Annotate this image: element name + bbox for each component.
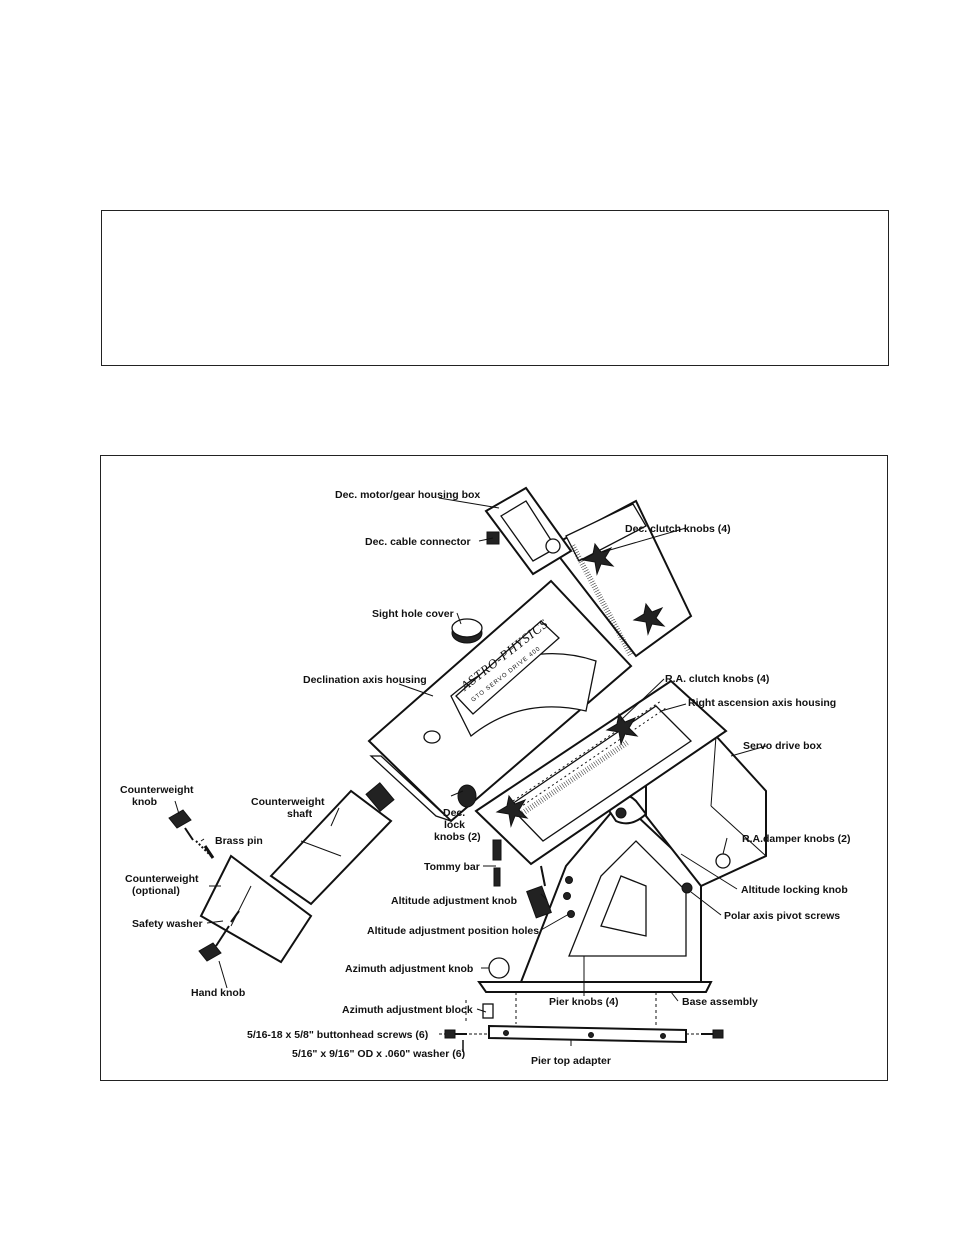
- ra-clutch-knob-upper-part: [605, 712, 639, 746]
- dec-lock-knob-part: [457, 784, 477, 808]
- ra-axis-housing-part: ||||||||||||||||||||||||||||||||||||||||…: [474, 679, 728, 866]
- dec-motor-housing-part: [484, 486, 573, 576]
- label-hand-knob: Hand knob: [191, 987, 245, 999]
- label-right-ascension-axis-housing: Right ascension axis housing: [688, 697, 836, 709]
- label-counterweight-2: (optional): [132, 885, 180, 897]
- label-dec-lock-knobs-3: knobs (2): [434, 831, 481, 843]
- label-dec-lock-knobs-2: lock: [444, 819, 465, 831]
- label-counterweight-shaft-2: shaft: [287, 808, 313, 820]
- counterweight-shaft-part: [269, 782, 395, 906]
- label-buttonhead-screws: 5/16-18 x 5/8" buttonhead screws (6): [247, 1029, 428, 1041]
- label-dec-lock-knobs-1: Dec.: [443, 807, 465, 819]
- label-dec-motor-gear-housing-box: Dec. motor/gear housing box: [335, 489, 480, 501]
- pier-top-adapter-part: [465, 992, 687, 1044]
- label-safety-washer: Safety washer: [132, 918, 203, 930]
- leader-lines: [174, 497, 767, 1046]
- label-servo-drive-box: Servo drive box: [743, 740, 822, 752]
- label-azimuth-adjustment-knob: Azimuth adjustment knob: [345, 963, 473, 975]
- label-sight-hole-cover: Sight hole cover: [372, 608, 454, 620]
- label-dec-cable-connector: Dec. cable connector: [365, 536, 471, 548]
- label-tommy-bar: Tommy bar: [424, 861, 480, 873]
- label-altitude-adjustment-knob: Altitude adjustment knob: [391, 895, 517, 907]
- mount-exploded-diagram: ||||||||||||||||||||||||||||||||||||||||…: [120, 486, 851, 1067]
- label-declination-axis-housing: Declination axis housing: [303, 674, 427, 686]
- buttonhead-screw-right: [686, 1029, 724, 1039]
- label-ra-damper-knobs: R.A.damper knobs (2): [742, 833, 851, 845]
- label-altitude-locking-knob: Altitude locking knob: [741, 884, 848, 896]
- label-altitude-adjustment-position-holes: Altitude adjustment position holes: [367, 925, 539, 937]
- empty-frame: [101, 210, 889, 366]
- dec-clutch-knob-lower-part: [632, 602, 666, 636]
- tommy-bar-part: [492, 839, 502, 887]
- diagram-frame: ||||||||||||||||||||||||||||||||||||||||…: [100, 455, 888, 1081]
- counterweight-knob-part: [168, 809, 215, 859]
- label-pier-top-adapter: Pier top adapter: [531, 1055, 611, 1067]
- label-counterweight-shaft-1: Counterweight: [251, 796, 325, 808]
- label-polar-axis-pivot-screws: Polar axis pivot screws: [724, 910, 840, 922]
- buttonhead-screw-left: [439, 1029, 487, 1052]
- label-washer: 5/16" x 9/16" OD x .060" washer (6): [292, 1048, 465, 1060]
- dec-axis-housing-part: ASTRO-PHYSICS GTO SERVO DRIVE 400: [367, 579, 633, 823]
- label-counterweight-1: Counterweight: [125, 873, 199, 885]
- label-azimuth-adjustment-block: Azimuth adjustment block: [342, 1004, 473, 1016]
- counterweight-part: [199, 854, 313, 964]
- label-ra-clutch-knobs: R.A. clutch knobs (4): [665, 673, 769, 685]
- base-assembly-part: [477, 957, 713, 1019]
- sight-hole-cover-part: [451, 618, 483, 644]
- label-base-assembly: Base assembly: [682, 996, 758, 1008]
- ra-clutch-knob-lower-part: [495, 794, 529, 828]
- label-counterweight-knob-2: knob: [132, 796, 157, 808]
- label-pier-knobs: Pier knobs (4): [549, 996, 618, 1008]
- label-counterweight-knob-1: Counterweight: [120, 784, 194, 796]
- callout-labels: Dec. motor/gear housing box Dec. cable c…: [120, 489, 851, 1067]
- label-brass-pin: Brass pin: [215, 835, 263, 847]
- altitude-casting-part: [519, 799, 702, 983]
- servo-drive-box-part: [645, 734, 767, 888]
- hand-knob-part: [198, 910, 240, 962]
- label-dec-clutch-knobs: Dec. clutch knobs (4): [625, 523, 731, 535]
- altitude-adjustment-knob-part: [526, 865, 552, 919]
